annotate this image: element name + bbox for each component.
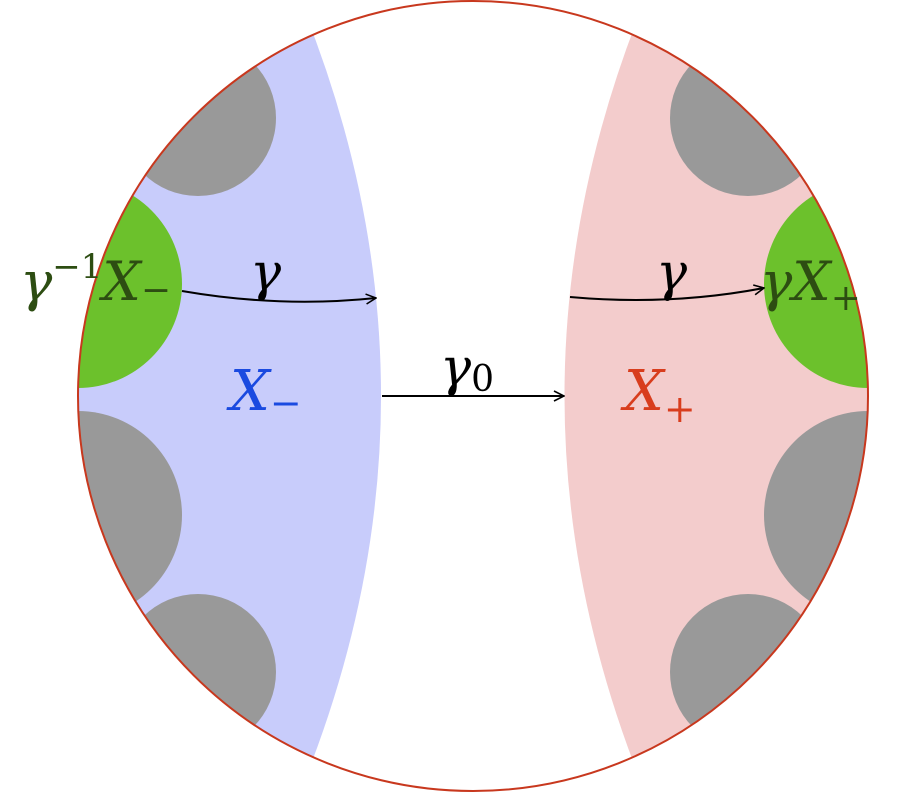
arrow-gamma-left <box>181 290 376 302</box>
gray-disc-left-bottom <box>120 594 276 750</box>
gray-disc-left-top <box>120 40 276 196</box>
label-gamma-x-plus: γX+ <box>760 250 861 319</box>
label-x-minus: X− <box>226 359 302 425</box>
gray-disc-left-middle <box>78 411 182 619</box>
label-gamma-inverse-x-minus: γ−1X− <box>20 247 171 313</box>
disc-boundary <box>77 0 869 792</box>
label-gamma0: γ0 <box>440 338 494 400</box>
green-disc-left <box>78 180 182 388</box>
arrow-gamma-right <box>569 288 764 301</box>
gray-disc-right-top <box>670 40 826 196</box>
green-disc-right <box>764 180 868 388</box>
gray-disc-right-middle <box>764 411 868 619</box>
label-x-plus: X+ <box>620 359 696 431</box>
label-gamma-right: γ <box>656 243 688 303</box>
label-gamma-left: γ <box>250 243 282 303</box>
gray-disc-right-bottom <box>670 594 826 750</box>
